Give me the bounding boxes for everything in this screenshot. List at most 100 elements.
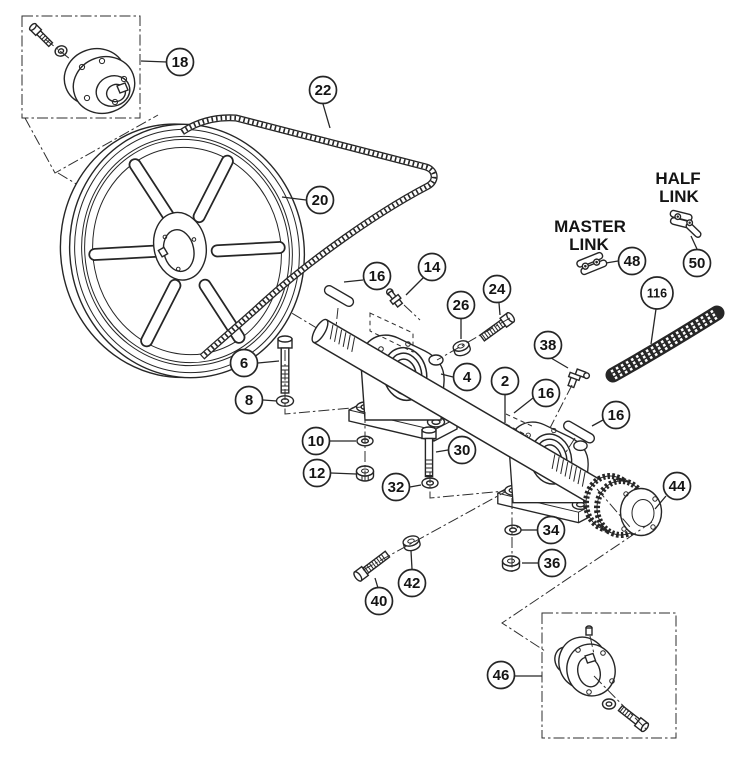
callout-circle xyxy=(662,471,692,501)
callout-circle xyxy=(381,472,411,502)
callout-number: 10 xyxy=(308,433,325,450)
callout-number: 20 xyxy=(312,192,329,209)
callout-number: 42 xyxy=(404,575,421,592)
callout-number: 50 xyxy=(689,255,706,272)
leader-line-16 xyxy=(591,419,604,427)
callout-number: 6 xyxy=(240,355,248,372)
callout-30: 30 xyxy=(447,435,477,465)
master-link-48 xyxy=(576,251,608,276)
callout-6: 6 xyxy=(229,348,259,378)
install-outline xyxy=(369,312,414,353)
callout-number: 14 xyxy=(424,259,441,276)
callout-16: 16 xyxy=(601,400,631,430)
callout-circle xyxy=(362,261,392,291)
callout-8: 8 xyxy=(234,385,264,415)
callout-circle xyxy=(537,548,567,578)
callout-circle xyxy=(536,515,566,545)
key-16-upper xyxy=(323,285,355,307)
centerlines xyxy=(284,304,576,572)
callout-number: 22 xyxy=(315,82,332,99)
bushing-hub-46 xyxy=(554,625,650,733)
alignment-line xyxy=(24,114,159,174)
callout-number: 26 xyxy=(453,297,470,314)
callout-116: 116 xyxy=(640,276,674,310)
callout-4: 4 xyxy=(452,362,482,392)
callout-36: 36 xyxy=(537,548,567,578)
callout-10: 10 xyxy=(301,426,331,456)
callout-number: 32 xyxy=(388,479,405,496)
leader-line-40 xyxy=(374,577,379,589)
shaft-2 xyxy=(311,318,604,504)
callout-circle xyxy=(490,366,520,396)
callout-number: 46 xyxy=(493,667,510,684)
install-outline-right xyxy=(505,413,535,437)
callout-24: 24 xyxy=(482,274,512,304)
callout-16: 16 xyxy=(362,261,392,291)
callout-44: 44 xyxy=(662,471,692,501)
callout-number: 16 xyxy=(608,407,625,424)
axis-shaft-sprocket xyxy=(596,488,631,528)
callout-circle xyxy=(229,348,259,378)
callout-circle xyxy=(682,248,712,278)
callout-number: 38 xyxy=(540,337,557,354)
leader-line-44 xyxy=(654,495,667,510)
leader-line-30 xyxy=(435,449,449,453)
alignment-line-46 xyxy=(501,521,653,652)
callout-number: 4 xyxy=(463,369,472,386)
callout-14: 14 xyxy=(417,252,447,282)
leader-line-32 xyxy=(409,484,422,488)
capscrew-icon xyxy=(28,22,54,48)
leader-line-50 xyxy=(690,235,698,250)
callout-number: 16 xyxy=(369,268,386,285)
callout-circle xyxy=(308,75,338,105)
leader-line-116 xyxy=(650,308,657,345)
callout-number: 34 xyxy=(543,522,560,539)
callout-circle xyxy=(165,47,195,77)
leader-line-42 xyxy=(410,550,413,570)
callout-22: 22 xyxy=(308,75,338,105)
hex-nut-36 xyxy=(501,555,521,572)
keyseat-hatch-left xyxy=(329,324,356,352)
leader-line-8 xyxy=(262,399,278,402)
leader-line-4 xyxy=(440,373,454,378)
leader-line-6 xyxy=(257,360,280,364)
callout-18: 18 xyxy=(165,47,195,77)
capscrew-icon xyxy=(617,704,650,733)
leader-line-24 xyxy=(498,302,501,316)
part-label: LINK xyxy=(659,187,699,206)
callout-48: 48 xyxy=(617,246,647,276)
part-label: LINK xyxy=(569,235,609,254)
callout-38: 38 xyxy=(533,330,563,360)
set-screw-icon xyxy=(585,625,593,636)
grease-fitting-14 xyxy=(385,288,404,308)
hex-bolt-24 xyxy=(479,311,516,342)
sprocket-44 xyxy=(583,473,663,538)
roller-chain-116 xyxy=(605,305,725,383)
callout-number: 36 xyxy=(544,555,561,572)
callout-16: 16 xyxy=(531,378,561,408)
bushing-hub-18 xyxy=(28,22,136,115)
elbow-grease-fitting-38 xyxy=(567,368,591,389)
callout-circle xyxy=(617,246,647,276)
callout-number: 30 xyxy=(454,442,471,459)
callout-circle xyxy=(302,458,332,488)
callout-number: 2 xyxy=(501,373,509,390)
callout-circle xyxy=(447,435,477,465)
callout-number: 8 xyxy=(245,392,253,409)
reference-box-18 xyxy=(21,15,141,119)
callout-12: 12 xyxy=(302,458,332,488)
callout-circle xyxy=(446,290,476,320)
drive-chain-22 xyxy=(180,114,438,360)
callout-circle xyxy=(531,378,561,408)
wheel-sheave-20 xyxy=(59,123,306,379)
callout-circle xyxy=(364,586,394,616)
wheel-hub xyxy=(152,211,207,281)
callout-46: 46 xyxy=(486,660,516,690)
callout-number: 116 xyxy=(647,287,667,301)
keyseat-hatch-right xyxy=(551,454,586,487)
callout-34: 34 xyxy=(536,515,566,545)
callout-42: 42 xyxy=(397,568,427,598)
